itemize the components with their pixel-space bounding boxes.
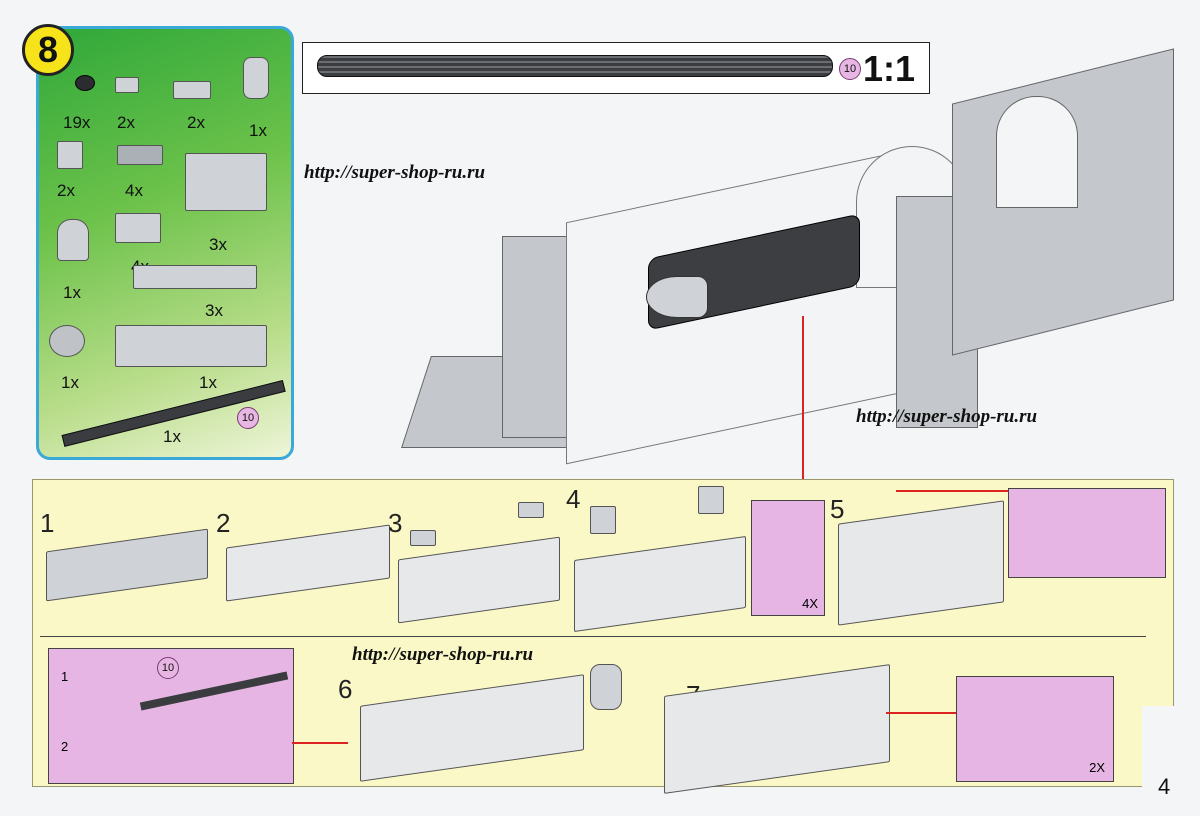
plate-2x8-part [115, 325, 267, 367]
nose-assembly-inset: 1 2 10 [48, 648, 294, 784]
plate-1x1-part [115, 77, 139, 93]
substep-number: 1 [40, 508, 55, 538]
qty-plate-1x1: 2x [117, 113, 135, 132]
brick-side-stud-part [57, 141, 83, 169]
qty-axle-rod: 1x [163, 427, 181, 446]
propeller-drop [590, 664, 622, 710]
inset-length-marker: 10 [157, 657, 179, 679]
technic-brick-part [117, 145, 163, 165]
main-model-illustration [401, 36, 1176, 476]
round-plate-part [75, 75, 95, 91]
qty-slope-brick: 3x [209, 235, 227, 254]
qty-gear: 1x [61, 373, 79, 392]
callout-arrow [292, 742, 348, 744]
inset-step-number: 1 [61, 669, 69, 684]
watermark-url: http://super-shop-ru.ru [856, 406, 1038, 427]
substeps-divider [40, 636, 1146, 637]
plate-1x1-drop [518, 502, 544, 518]
plate-1x1-drop [410, 530, 436, 546]
brick-side-stud-drop [590, 506, 616, 534]
callout-arrow [896, 490, 1008, 492]
bracket-part [115, 213, 161, 243]
gear-part [49, 325, 85, 357]
step-number-badge: 8 [22, 24, 74, 76]
cone-part [57, 219, 89, 261]
rod-length-marker: 10 [237, 407, 259, 429]
substep-number: 2 [216, 508, 231, 538]
callout-arrow [802, 316, 804, 480]
qty-plate-1x2: 2x [187, 113, 205, 132]
propeller-part [243, 57, 269, 99]
slope-brick-part [185, 153, 267, 211]
substep-number: 3 [388, 508, 403, 538]
qty-technic-brick: 4x [125, 181, 143, 200]
callout-arrow [886, 712, 956, 714]
inset-step-number: 2 [61, 739, 69, 754]
axle-scale-drawing [317, 55, 833, 77]
substep-number: 4 [566, 484, 581, 514]
parts-panel: 19x 2x 2x 1x 2x 4x 3x 1x 4x 3x 1x 1x 1x … [36, 26, 294, 460]
substep-number: 6 [338, 674, 353, 704]
panel-notch [1142, 706, 1200, 816]
plate-1x6-part [133, 265, 257, 289]
round-plate-inset [1008, 488, 1166, 578]
scale-reference-box: 10 1:1 [302, 42, 930, 94]
brick-side-stud-drop [698, 486, 724, 514]
qty-plate-1x6: 3x [205, 301, 223, 320]
qty-propeller: 1x [249, 121, 267, 140]
substep-number: 5 [830, 494, 845, 524]
watermark-url: http://super-shop-ru.ru [352, 644, 534, 665]
inset-multiplier: 2X [1089, 760, 1105, 775]
qty-round-plate: 19x [63, 113, 91, 132]
qty-plate-2x8: 1x [199, 373, 217, 392]
arch-opening [996, 96, 1078, 208]
round-plate-inset: 2X [956, 676, 1114, 782]
plate-1x2-part [173, 81, 211, 99]
scale-length-marker: 10 [839, 58, 861, 80]
page-number: 4 [1158, 774, 1171, 799]
engine-nose-cone [646, 276, 708, 318]
bracket-inset: 4X [751, 500, 825, 616]
qty-cone: 1x [63, 283, 81, 302]
qty-brick-side-stud: 2x [57, 181, 75, 200]
watermark-url: http://super-shop-ru.ru [304, 162, 486, 183]
scale-ratio: 1:1 [862, 48, 915, 89]
inset-multiplier: 4X [802, 596, 818, 611]
